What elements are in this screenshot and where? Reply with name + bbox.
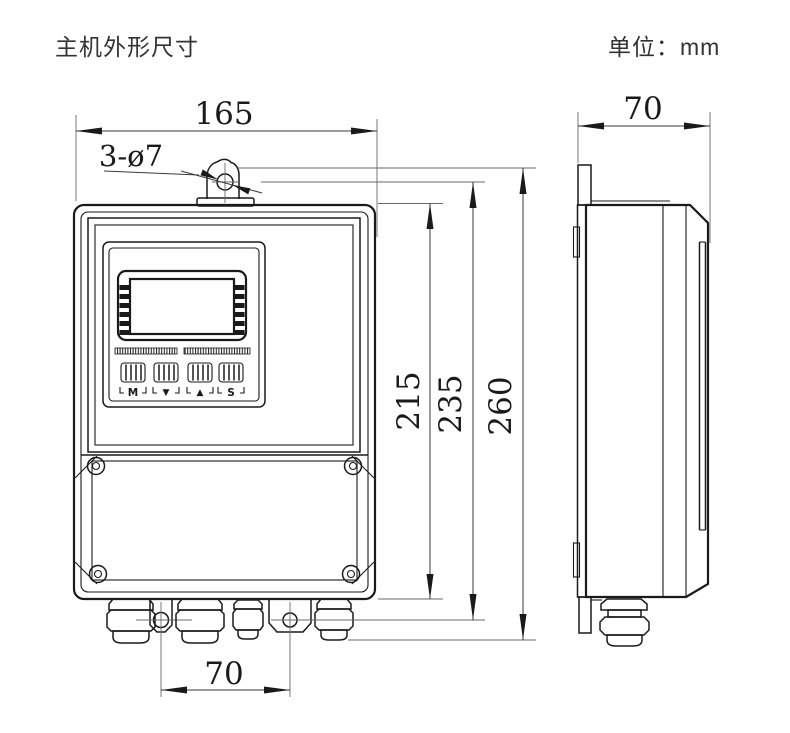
cover-screw-tl bbox=[86, 456, 106, 476]
dim-overall-height-260: 260 bbox=[238, 167, 536, 641]
mounting-tab-bottom-left bbox=[136, 598, 192, 633]
dim-mounting-height-235: 235 bbox=[261, 181, 485, 621]
cable-gland-1 bbox=[106, 598, 156, 644]
side-body bbox=[584, 200, 710, 599]
button-m-label: M bbox=[128, 387, 138, 399]
enclosure-body bbox=[72, 203, 377, 601]
side-back-plate bbox=[572, 204, 587, 598]
page-title: 主机外形尺寸 bbox=[55, 34, 199, 60]
button-m[interactable]: M bbox=[119, 362, 147, 399]
side-mounting-tab-bottom bbox=[578, 596, 592, 634]
dim-gland-spacing-value: 70 bbox=[204, 656, 243, 692]
cover-screw-tr bbox=[343, 456, 363, 476]
dim-mounting-height-value: 235 bbox=[433, 374, 469, 433]
display-bezel bbox=[102, 241, 266, 408]
button-up-label: ▲ bbox=[197, 388, 204, 398]
dim-mounting-holes: 3-ø7 bbox=[99, 139, 263, 195]
cable-gland-3 bbox=[232, 599, 264, 640]
button-s[interactable]: S bbox=[217, 362, 245, 399]
dim-gland-spacing-70: 70 bbox=[160, 602, 291, 697]
terminal-cover bbox=[74, 455, 375, 585]
side-door-ridge bbox=[698, 241, 707, 531]
button-down-label: ▼ bbox=[163, 388, 170, 398]
front-door bbox=[81, 217, 368, 456]
side-cable-gland bbox=[591, 598, 650, 647]
lcd-connector-teeth-right bbox=[235, 285, 245, 335]
button-s-label: S bbox=[227, 387, 235, 399]
dim-holes-value: 3-ø7 bbox=[99, 139, 163, 173]
dim-body-height-215: 215 bbox=[378, 203, 443, 600]
front-view: M ▼ bbox=[72, 158, 377, 644]
cable-gland-2 bbox=[175, 598, 225, 644]
lcd-screen bbox=[128, 277, 236, 336]
ventilation-tick-strips bbox=[114, 347, 251, 355]
cable-gland-4 bbox=[314, 598, 354, 641]
lcd-connector-teeth-left bbox=[119, 285, 129, 335]
dim-width-value: 165 bbox=[194, 96, 253, 132]
cover-screw-br bbox=[341, 564, 361, 584]
dim-depth-value: 70 bbox=[623, 91, 662, 127]
side-view bbox=[572, 164, 710, 647]
keypad: M ▼ bbox=[119, 362, 245, 399]
dimensions: 165 3-ø7 215 bbox=[75, 91, 711, 697]
button-down[interactable]: ▼ bbox=[152, 362, 180, 398]
lcd-display bbox=[116, 269, 248, 342]
unit-label: 单位：mm bbox=[608, 34, 721, 60]
cable-glands-bottom bbox=[106, 598, 354, 644]
dim-width-165: 165 bbox=[75, 96, 378, 237]
dim-overall-height-value: 260 bbox=[483, 376, 519, 435]
dim-body-height-value: 215 bbox=[391, 371, 427, 430]
button-up[interactable]: ▲ bbox=[186, 362, 214, 398]
side-mounting-tab-top bbox=[577, 164, 592, 206]
cover-screw-bl bbox=[88, 564, 108, 584]
dim-depth-70: 70 bbox=[577, 91, 711, 243]
